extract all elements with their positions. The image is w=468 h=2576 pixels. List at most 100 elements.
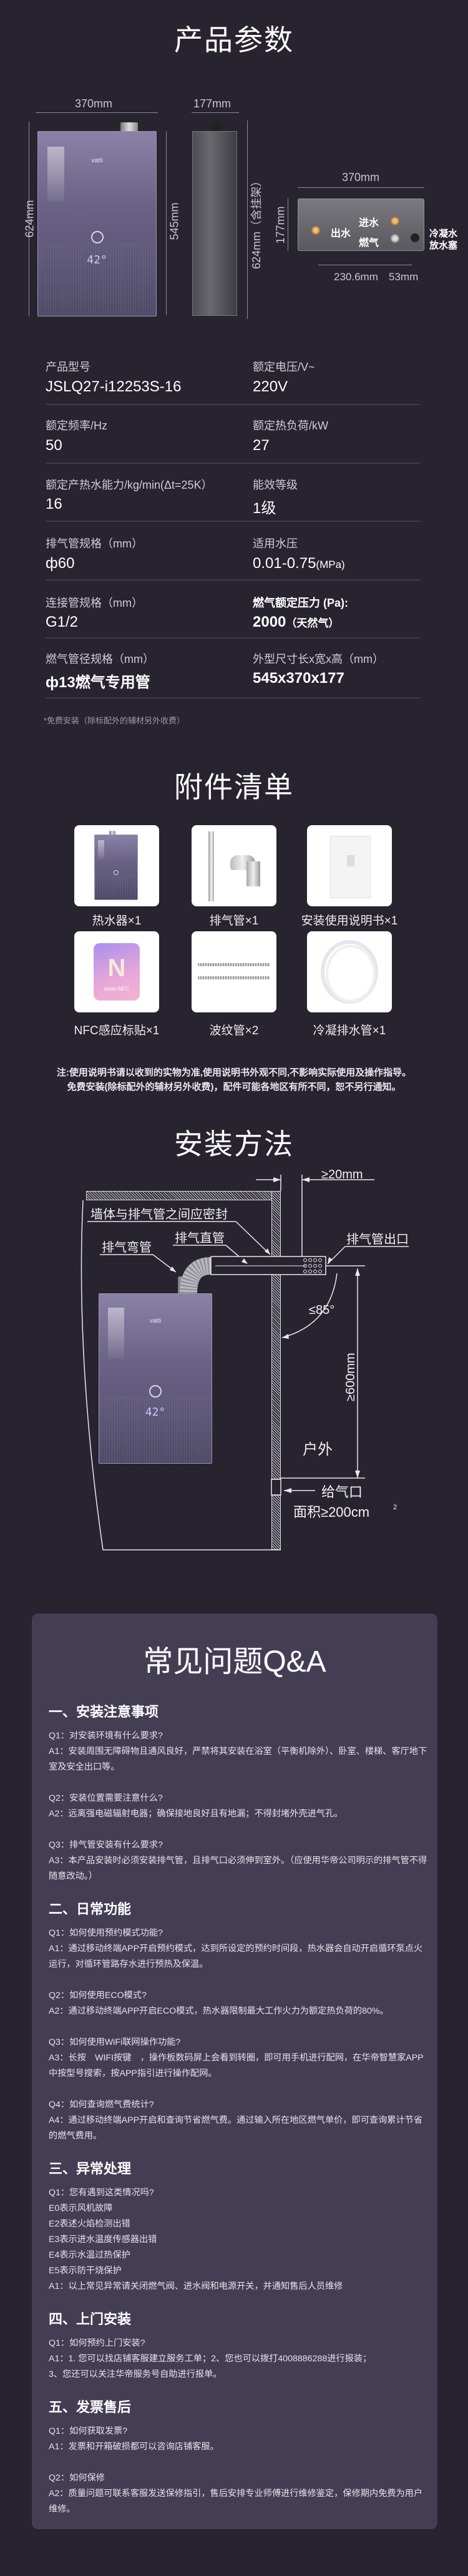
gap-label: ≥20mm [321, 1168, 363, 1182]
spec-label: 能效等级 [253, 479, 298, 491]
side-height-label: 624mm（含挂架） [250, 175, 263, 270]
faq-section-heading: 三、异常处理 [49, 2161, 132, 2177]
dim-line [166, 131, 167, 315]
brand-logo: vatti [149, 1317, 162, 1325]
inlet-label: 进水 [359, 218, 379, 228]
answer: A3：本产品安装时必须安装排气管，且排气口必须伸到室外。（应使用华帝公司明示的排… [49, 1856, 427, 1881]
accessory-card-heater [74, 825, 159, 906]
install-footnote: *免费安装（除标配外的辅材另外收费） [44, 716, 185, 725]
error-code: E5表示防干烧保护 [49, 2266, 122, 2276]
spec-label: 额定电压/V~ [253, 361, 315, 373]
spec-value-main: 0.01-0.75 [253, 555, 316, 572]
error-code: E4表示水温过热保护 [49, 2250, 130, 2260]
accessory-label: 安装使用说明书×1 [301, 914, 398, 928]
spec-value: 0.01-0.75(MPa) [253, 555, 345, 572]
heater-bottom-image [298, 198, 424, 251]
led-display: 42° [145, 1405, 166, 1419]
divider [46, 521, 420, 522]
height-label: ≥600mm [344, 1353, 358, 1401]
faq-section-heading: 一、安装注意事项 [49, 1704, 159, 1720]
divider [46, 404, 420, 405]
accessory-card-drain [307, 931, 392, 1012]
led-display: 42° [87, 253, 107, 267]
question: Q1：如何预约上门安装? [49, 2338, 145, 2348]
answer: A2：通过移动终端APP开启ECO模式，热水器限制最大工作火力为额定热负荷的80… [49, 2006, 389, 2016]
dim-line [36, 112, 158, 113]
divider [46, 579, 420, 580]
error-code: E3表示进水温度传感器出错 [49, 2235, 157, 2245]
drain-hose-coil [326, 945, 376, 1002]
spec-label: 连接管规格（mm） [46, 597, 143, 609]
accessory-label: 波纹管×2 [209, 1024, 259, 1037]
answer: A2：远离强电磁辐射电器；确保接地良好且有地漏；不得封堵外壳进气孔。 [49, 1809, 343, 1819]
spec-label: 产品型号 [46, 361, 90, 373]
accessory-card-exhaust [192, 825, 276, 906]
straight-pipe-label: 排气直管 [175, 1231, 225, 1245]
accessory-card-manual [307, 825, 392, 906]
accessory-note-1: 注:使用说明书请以收到的实物为准,使用说明书外观不同,不影响实际使用及操作指导。 [56, 1067, 412, 1078]
question: Q2：如何使用ECO模式? [49, 1991, 147, 2001]
spec-value: 50 [46, 437, 62, 454]
question: Q1：您有遇到这类情况吗? [49, 2188, 154, 2198]
glass-reflection [47, 146, 64, 202]
faq-body: 一、安装注意事项 Q1：对安装环境有什么要求? A1：安装周围无障碍物且通风良好，… [49, 1703, 429, 2517]
angle-label: ≤85° [309, 1303, 334, 1317]
spec-label: 排气管规格（mm） [46, 537, 143, 550]
question: Q1：对安装环境有什么要求? [49, 1731, 163, 1741]
error-code: E2表述火焰检测出错 [49, 2219, 130, 2229]
offset1-label: 230.6mm [334, 271, 378, 283]
install-lines: ≥20mm 墙体与排气管之间应密封 排气直管 排气弯管 排气管出口 ≤85° ≥… [80, 1168, 409, 1550]
answer: A1：安装周围无障碍物且通风良好，严禁将其安装在浴室（平衡机除外）、卧室、楼梯、… [49, 1746, 427, 1772]
nfc-sticker-icon: N vcoo·NFC [94, 943, 140, 1001]
spec-value: ф13燃气专用管 [46, 674, 150, 691]
spec-label: 额定热负荷/kW [253, 419, 328, 432]
heater-front-image: vatti 42° [37, 131, 157, 316]
spec-value: 2000（天然气） [253, 614, 339, 631]
water-heater-icon [94, 835, 138, 900]
elbow-pipe [180, 1257, 212, 1294]
install-title: 安装方法 [174, 1128, 294, 1160]
answer: A1：发票和开箱破损都可以咨询店铺客服。 [49, 2442, 219, 2452]
drain-plug [411, 233, 419, 242]
spec-value: G1/2 [46, 614, 79, 630]
accessory-label: 热水器×1 [92, 914, 142, 928]
divider [46, 637, 420, 639]
bottom-depth-label: 177mm [274, 206, 287, 244]
faq-item: Q2：如何使用ECO模式? A2：通过移动终端APP开启ECO模式，热水器限制最大… [49, 1988, 429, 2019]
air-inlet-label: 给气口 [321, 1484, 363, 1500]
question: Q4：如何查询燃气费统计? [49, 2100, 154, 2110]
spec-value: 16 [46, 496, 62, 512]
spec-label: 额定频率/Hz [46, 419, 107, 432]
faq-item: Q3：如何使用WiFi联网操作功能? A3：长按 WIFI按键 ，操作板数码屏上会… [49, 2035, 429, 2082]
corrugated-hose-icon [198, 976, 270, 979]
faq-item: Q1：您有遇到这类情况吗? E0表示风机故障 E2表述火焰检测出错 E3表示进水… [49, 2185, 429, 2294]
faq-section-heading: 二、日常功能 [49, 1901, 132, 1917]
faq-item: Q1：如何获取发票?A1：发票和开箱破损都可以咨询店铺客服。 [49, 2424, 429, 2455]
area-superscript: 2 [393, 1504, 397, 1511]
question: Q3：如何使用WiFi联网操作功能? [49, 2037, 181, 2047]
faq-item: Q1：如何使用预约模式功能?A1：通过移动终端APP开启预约模式，达到所设定的预… [49, 1926, 429, 1972]
elbow-leg [246, 861, 260, 886]
front-height-label: 624mm [23, 200, 36, 238]
flue-collar [120, 122, 138, 132]
gas-port [391, 234, 399, 243]
accessory-card-nfc: N vcoo·NFC [74, 931, 159, 1012]
spec-label: 适用水压 [253, 537, 298, 550]
body-height-label: 545mm [168, 202, 181, 240]
question: Q2：安装位置需要注意什么? [49, 1793, 163, 1803]
spec-value-main: 2000 [253, 614, 286, 630]
spec-value: 545x370x177 [253, 670, 344, 687]
front-width-label: 370mm [75, 97, 113, 110]
answer: A3：长按 WIFI按键 ，操作板数码屏上会看到转圈，即可用手机进行配网，在华帝… [49, 2053, 424, 2079]
faq-item: Q1：对安装环境有什么要求? A1：安装周围无障碍物且通风良好，严禁将其安装在浴室… [49, 1728, 429, 1775]
faq-item: Q3：排气管安装有什么要求? A3：本产品安装时必须安装排气管，且排气口必须伸到室… [49, 1838, 429, 1884]
manual-icon [330, 836, 371, 898]
spec-label: 燃气管径规格（mm） [46, 653, 154, 665]
question: Q3：排气管安装有什么要求? [49, 1840, 163, 1850]
answer: A2：质量问题可联系客服发送保修指引，售后安排专业师傅进行维修鉴定，保修期内免费… [49, 2489, 423, 2514]
spec-value: ф60 [46, 555, 75, 572]
gas-label: 燃气 [359, 238, 379, 248]
exhaust-pipe-icon [208, 831, 214, 901]
elbow-label: 排气弯管 [102, 1240, 152, 1255]
